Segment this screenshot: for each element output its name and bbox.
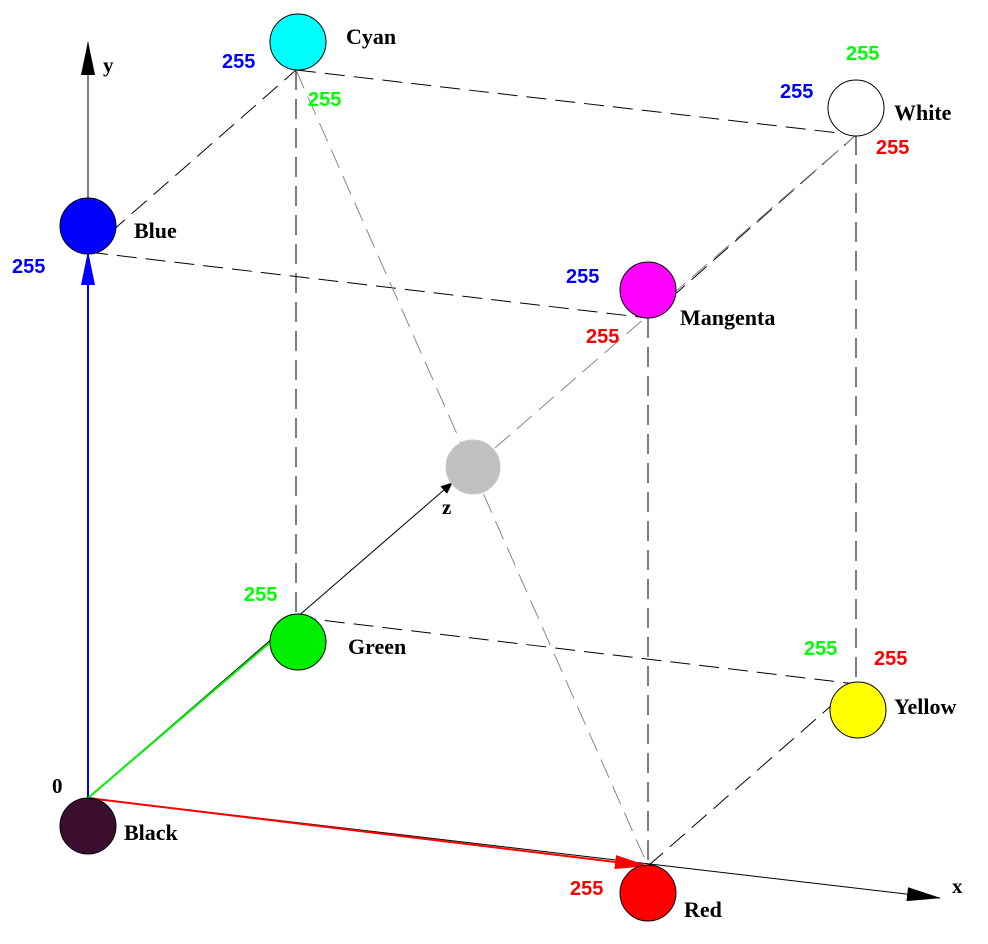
white-value-green: 255 bbox=[846, 43, 879, 65]
yellow-value-green: 255 bbox=[804, 638, 837, 660]
yellow-label: Yellow bbox=[894, 694, 956, 719]
y-axis-label: y bbox=[103, 53, 114, 77]
red-axis-arrow bbox=[87, 797, 649, 869]
red-value-red: 255 bbox=[570, 878, 603, 900]
gray-node bbox=[445, 439, 501, 495]
green-label: Green bbox=[348, 634, 406, 659]
yellow-node bbox=[829, 681, 887, 739]
cyan-value-green: 255 bbox=[308, 89, 341, 111]
node-labels: Black Red Green Blue Cyan Mangenta Yello… bbox=[124, 24, 956, 922]
white-value-red: 255 bbox=[876, 137, 909, 159]
black-node bbox=[59, 797, 117, 855]
origin-label: 0 bbox=[52, 774, 63, 798]
cyan-value-blue: 255 bbox=[222, 51, 255, 73]
white-label: White bbox=[894, 100, 952, 125]
magenta-value-blue: 255 bbox=[566, 266, 599, 288]
magenta-node bbox=[619, 261, 677, 319]
cyan-label: Cyan bbox=[346, 24, 396, 49]
z-axis-label: z bbox=[442, 495, 451, 519]
white-node bbox=[827, 79, 885, 137]
magenta-label: Mangenta bbox=[680, 305, 775, 330]
red-node bbox=[619, 864, 677, 922]
red-label: Red bbox=[684, 897, 722, 922]
black-label: Black bbox=[124, 820, 179, 845]
edge-blue-cyan bbox=[87, 69, 297, 253]
axes: y x z 0 bbox=[52, 41, 963, 902]
edge-green-yellow bbox=[295, 616, 857, 685]
yellow-value-red: 255 bbox=[874, 648, 907, 670]
magenta-value-red: 255 bbox=[586, 326, 619, 348]
edge-red-yellow bbox=[647, 683, 857, 867]
edge-magenta-white bbox=[647, 134, 857, 319]
blue-node bbox=[59, 197, 117, 255]
channel-values: 255 255 255 255 255 255 255 255 255 255 … bbox=[12, 43, 909, 900]
diagonal-green-white bbox=[472, 134, 857, 468]
white-value-blue: 255 bbox=[780, 81, 813, 103]
x-axis-label: x bbox=[952, 874, 963, 898]
blue-value-blue: 255 bbox=[12, 256, 45, 278]
edge-blue-magenta bbox=[87, 251, 649, 319]
green-value-green: 255 bbox=[244, 584, 277, 606]
color-nodes bbox=[59, 13, 887, 922]
green-node bbox=[269, 613, 327, 671]
green-axis-arrow bbox=[87, 633, 281, 799]
cyan-node bbox=[269, 13, 327, 71]
edge-cyan-white bbox=[295, 69, 857, 136]
blue-label: Blue bbox=[134, 218, 177, 243]
